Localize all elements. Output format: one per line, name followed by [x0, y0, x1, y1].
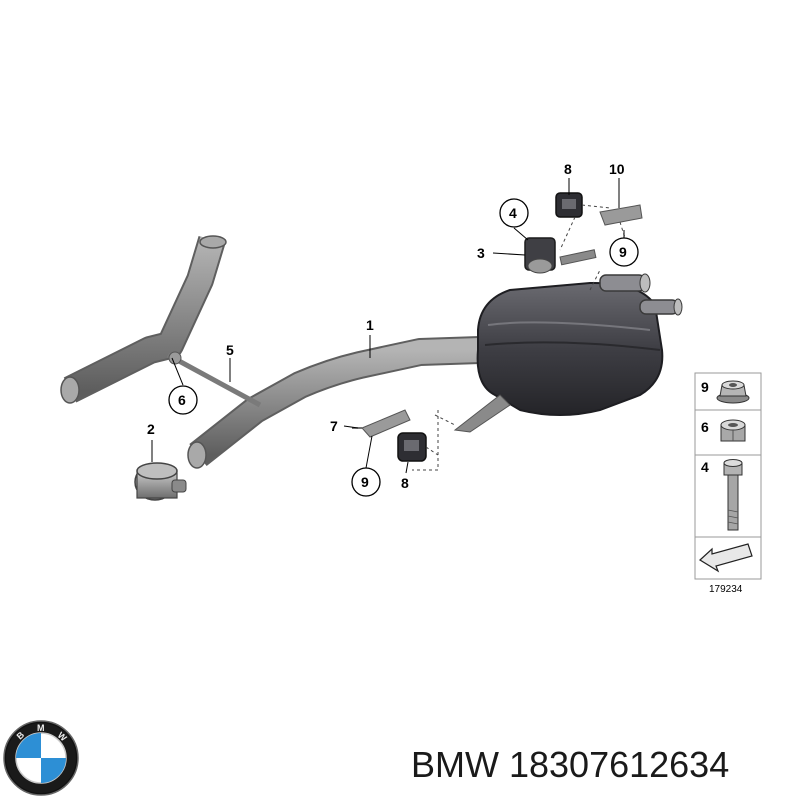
callout-6: 6: [178, 392, 186, 408]
pipe-clamp: [134, 462, 187, 501]
svg-text:M: M: [37, 723, 45, 733]
callout-4: 4: [509, 205, 517, 221]
exhaust-pipe-assembly: [60, 235, 481, 469]
callout-labels: 1 5 6 2 3 4 8 10 9 7 9 8: [147, 161, 639, 497]
upper-hanger-parts: [524, 192, 643, 291]
rubber-isolator-bottom: [397, 432, 427, 462]
arrow-icon: [699, 543, 753, 573]
legend-number: 9: [701, 379, 709, 395]
callout-8-bottom: 8: [401, 475, 409, 491]
callout-1: 1: [366, 317, 374, 333]
callout-9-bottom: 9: [361, 474, 369, 490]
bmw-logo-icon: B M W: [3, 720, 79, 796]
part-number-caption: BMW 18307612634: [411, 744, 730, 785]
rubber-mount-top: [524, 237, 597, 274]
callout-5: 5: [226, 342, 234, 358]
callout-9-top: 9: [619, 244, 627, 260]
pipe-end-top: [199, 235, 227, 249]
callout-7: 7: [330, 418, 338, 434]
pipe-end-bottom: [187, 441, 207, 469]
pipe-end-left: [60, 376, 80, 404]
pipe-bracket: [166, 352, 262, 408]
hex-nut-icon: [720, 419, 746, 442]
legend-row-bolt: 4: [701, 459, 743, 531]
callout-3: 3: [477, 245, 485, 261]
callout-2: 2: [147, 421, 155, 437]
callout-leaders: [151, 178, 625, 474]
svg-text:B: B: [15, 729, 27, 741]
callout-8-top: 8: [564, 161, 572, 177]
legend-number: 4: [701, 459, 709, 475]
legend-reference: 179234: [709, 584, 743, 595]
callout-10: 10: [609, 161, 625, 177]
rear-muffler: [453, 273, 683, 433]
hardware-legend: 9 6 4: [694, 372, 762, 595]
hanger-bracket-top: [599, 204, 643, 226]
legend-row-hex-nut: 6: [701, 419, 746, 442]
bolt-icon: [723, 459, 743, 531]
hanger-bracket-bottom: [361, 409, 411, 438]
flange-nut-icon: [716, 380, 750, 404]
lower-hanger-parts: [352, 409, 456, 471]
legend-row-flange-nut: 9: [701, 379, 750, 404]
legend-number: 6: [701, 419, 709, 435]
rubber-isolator-top: [555, 192, 583, 218]
